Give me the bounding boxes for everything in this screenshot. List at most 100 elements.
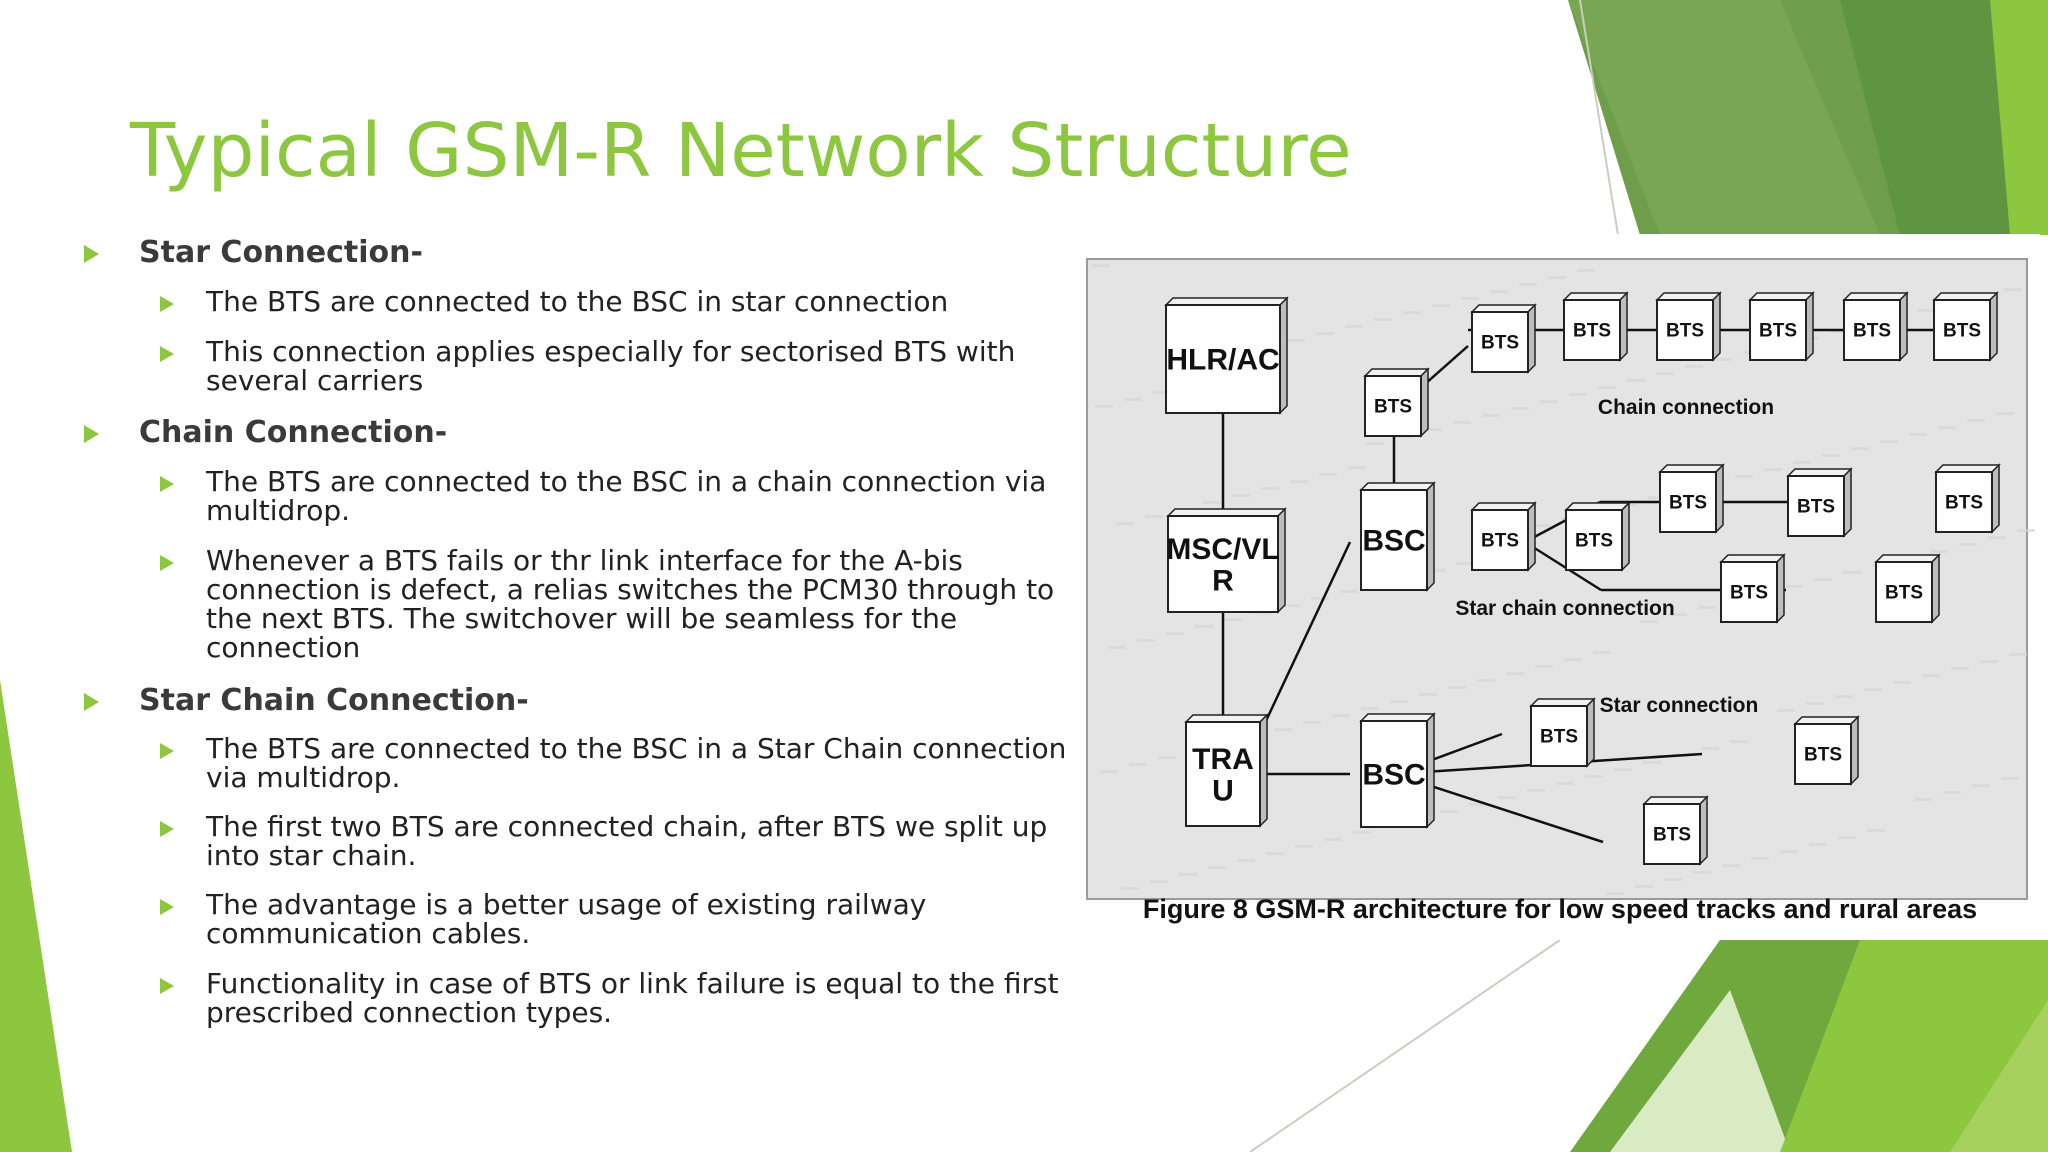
texture-mark bbox=[1095, 405, 1113, 408]
bts-node-label: BTS bbox=[1653, 825, 1691, 846]
texture-mark bbox=[1880, 440, 1898, 443]
bullet-text-line: The BTS are connected to the BSC in a St… bbox=[206, 732, 1067, 765]
star-chain-connection-label: Star chain connection bbox=[1455, 597, 1674, 620]
bullet-text-line: communication cables. bbox=[206, 917, 531, 950]
texture-mark bbox=[2017, 529, 2035, 532]
texture-mark bbox=[1635, 885, 1653, 888]
texture-mark bbox=[1793, 461, 1811, 464]
bts-node bbox=[1364, 375, 1422, 437]
decor-facet bbox=[1568, 0, 1880, 235]
texture-mark bbox=[1627, 379, 1645, 382]
msc-node-label: MSC/VL bbox=[1166, 533, 1279, 566]
texture-mark bbox=[2004, 288, 2022, 291]
bts-node bbox=[1656, 299, 1714, 361]
bts-node bbox=[1933, 299, 1991, 361]
bts-node-top bbox=[1786, 468, 1853, 477]
texture-mark bbox=[1598, 386, 1616, 389]
texture-mark bbox=[1922, 674, 1940, 677]
texture-mark bbox=[1643, 761, 1661, 764]
texture-mark bbox=[1914, 798, 1932, 801]
decor-facet bbox=[1950, 1000, 2048, 1152]
bts-node-side bbox=[1621, 501, 1630, 572]
texture-mark bbox=[1943, 791, 1961, 794]
texture-mark bbox=[1664, 878, 1682, 881]
texture-mark bbox=[1287, 339, 1305, 342]
texture-mark bbox=[1340, 590, 1358, 593]
bullet-text-line: This connection applies especially for s… bbox=[206, 335, 1016, 368]
texture-mark bbox=[1735, 475, 1753, 478]
texture-mark bbox=[1548, 276, 1566, 279]
section-bullet-icon bbox=[84, 245, 99, 263]
texture-mark bbox=[1972, 784, 1990, 787]
texture-mark bbox=[1864, 688, 1882, 691]
bts-node-top bbox=[1719, 554, 1786, 563]
texture-mark bbox=[1316, 332, 1334, 335]
bts-node-side bbox=[1715, 463, 1724, 534]
texture-mark bbox=[1121, 887, 1139, 890]
bts-node-top bbox=[1748, 292, 1815, 301]
texture-mark bbox=[1730, 740, 1748, 743]
sub-bullet-icon bbox=[160, 296, 174, 312]
bts-node-side bbox=[1989, 291, 1998, 362]
texture-mark bbox=[1137, 639, 1155, 642]
bts-node-side bbox=[1586, 697, 1595, 768]
bullet-text-line: Functionality in case of BTS or link fai… bbox=[206, 967, 1059, 1000]
texture-mark bbox=[1366, 442, 1384, 445]
texture-mark bbox=[1751, 857, 1769, 860]
sub-bullet-icon bbox=[160, 346, 174, 362]
texture-mark bbox=[1951, 667, 1969, 670]
bts-node bbox=[1749, 299, 1807, 361]
bts-node-top bbox=[1642, 796, 1709, 805]
texture-mark bbox=[1232, 494, 1250, 497]
bts-node-label: BTS bbox=[1797, 497, 1835, 518]
texture-mark bbox=[1282, 604, 1300, 607]
figure-caption: Figure 8 GSM-R architecture for low spee… bbox=[1143, 894, 1977, 924]
bts-node bbox=[1565, 509, 1623, 571]
bts-node-top bbox=[1932, 292, 1999, 301]
bts-node-top bbox=[1529, 698, 1596, 707]
msc-node-top bbox=[1166, 508, 1287, 517]
texture-mark bbox=[1295, 845, 1313, 848]
bts-node-top bbox=[1874, 554, 1941, 563]
texture-mark bbox=[1809, 843, 1827, 846]
texture-mark bbox=[1403, 311, 1421, 314]
msc-node bbox=[1167, 515, 1279, 613]
texture-mark bbox=[1261, 487, 1279, 490]
section-bullet-icon bbox=[84, 425, 99, 443]
texture-mark bbox=[1195, 625, 1213, 628]
bullet-text-line: connection bbox=[206, 631, 361, 664]
hlr-node-label: HLR/AC bbox=[1166, 344, 1279, 377]
bts-node-label: BTS bbox=[1374, 397, 1412, 418]
bts-node bbox=[1659, 471, 1717, 533]
texture-mark bbox=[1092, 264, 1110, 267]
texture-mark bbox=[1585, 775, 1603, 778]
texture-mark bbox=[1606, 892, 1624, 895]
texture-mark bbox=[1116, 522, 1134, 525]
texture-mark bbox=[1693, 871, 1711, 874]
bullet-text-line: several carriers bbox=[206, 364, 424, 397]
texture-mark bbox=[1867, 829, 1885, 832]
bts-node-label: BTS bbox=[1853, 321, 1891, 342]
texture-mark bbox=[1208, 866, 1226, 869]
texture-mark bbox=[1448, 686, 1466, 689]
texture-mark bbox=[1851, 447, 1869, 450]
bsc-node bbox=[1360, 489, 1428, 591]
texture-mark bbox=[1996, 412, 2014, 415]
bts-node-top bbox=[1658, 464, 1725, 473]
texture-mark bbox=[1353, 831, 1371, 834]
bullet-text-line: into star chain. bbox=[206, 839, 417, 872]
texture-mark bbox=[1917, 309, 1935, 312]
bts-node-side bbox=[1527, 501, 1536, 572]
texture-mark bbox=[1822, 454, 1840, 457]
bts-node-label: BTS bbox=[1669, 493, 1707, 514]
bullet-text-line: via multidrop. bbox=[206, 761, 401, 794]
bts-node-label: BTS bbox=[1945, 493, 1983, 514]
sub-bullet-icon bbox=[160, 899, 174, 915]
texture-mark bbox=[1108, 646, 1126, 649]
bullet-text-line: The BTS are connected to the BSC in a ch… bbox=[206, 465, 1047, 498]
link-line bbox=[1524, 540, 1602, 592]
texture-mark bbox=[1519, 283, 1537, 286]
texture-mark bbox=[1203, 501, 1221, 504]
bts-node bbox=[1787, 475, 1845, 537]
